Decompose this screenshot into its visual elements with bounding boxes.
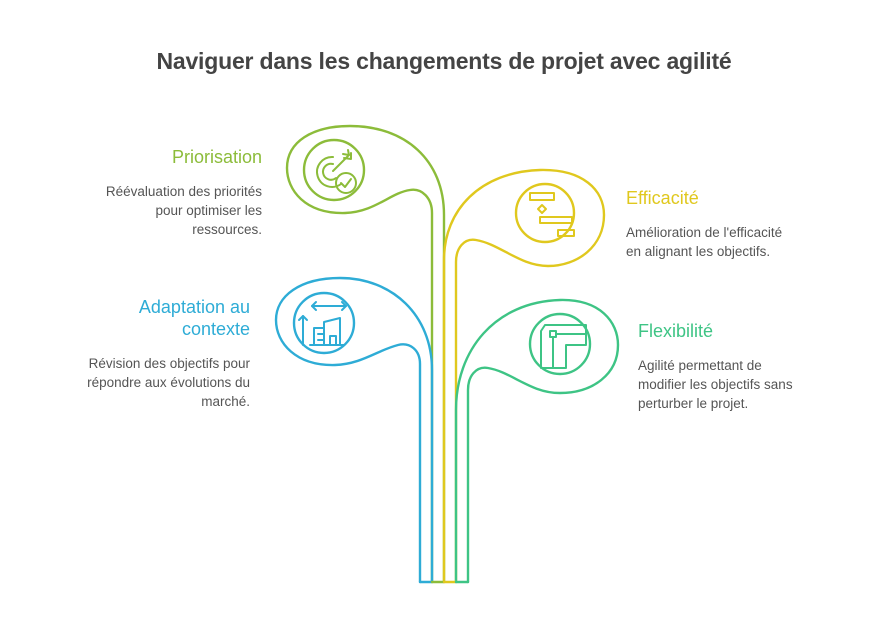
adaptation-icon-ring (292, 291, 356, 355)
adaptation-title: Adaptation au contexte (50, 296, 250, 340)
priorisation-description: Réévaluation des priorités pour optimise… (60, 182, 262, 239)
adaptation-description: Révision des objectifs pour répondre aux… (50, 354, 250, 411)
flexibilite-desc-line: perturber le projet. (638, 396, 749, 411)
priorisation-desc-line: Réévaluation des priorités (105, 184, 262, 199)
adaptation-desc-line: Révision des objectifs pour (88, 356, 250, 371)
adaptation-desc-line: marché. (201, 394, 250, 409)
efficacite-desc-line: Amélioration de l'efficacité (626, 225, 783, 240)
page-title: Naviguer dans les changements de projet … (156, 48, 732, 74)
flexibilite-title: Flexibilité (638, 321, 714, 341)
efficacite-description: Amélioration de l'efficacité en alignant… (626, 223, 856, 261)
adaptation-title-line: Adaptation au (138, 297, 250, 317)
flexible-layout-icon (540, 324, 587, 369)
flexibilite-desc-line: modifier les objectifs sans (638, 377, 793, 392)
efficacite-title: Efficacité (626, 188, 699, 208)
priorisation-block: Priorisation Réévaluation des priorités … (60, 146, 262, 239)
efficacite-desc-line: en alignant les objectifs. (626, 244, 771, 259)
efficacite-stem (442, 168, 606, 584)
adaptation-title-line: contexte (181, 319, 250, 339)
priorisation-title: Priorisation (171, 147, 262, 167)
efficacite-block: Efficacité Amélioration de l'efficacité … (626, 187, 856, 261)
efficacite-icon-ring (514, 182, 576, 244)
adaptation-block: Adaptation au contexte Révision des obje… (50, 296, 250, 411)
priorisation-icon-ring (302, 138, 366, 202)
priorisation-desc-line: pour optimiser les (155, 203, 262, 218)
building-growth-icon (298, 301, 347, 346)
gantt-chart-icon (529, 192, 575, 237)
target-check-icon (316, 149, 357, 194)
flexibilite-description: Agilité permettant de modifier les objec… (638, 356, 858, 413)
adaptation-stem (274, 276, 434, 584)
priorisation-stem (285, 124, 446, 584)
adaptation-desc-line: répondre aux évolutions du (87, 375, 250, 390)
flexibilite-stem (454, 298, 620, 584)
flexibilite-icon-ring (528, 312, 592, 376)
priorisation-desc-line: ressources. (192, 222, 262, 237)
flexibilite-desc-line: Agilité permettant de (638, 358, 762, 373)
flexibilite-block: Flexibilité Agilité permettant de modifi… (638, 320, 858, 413)
